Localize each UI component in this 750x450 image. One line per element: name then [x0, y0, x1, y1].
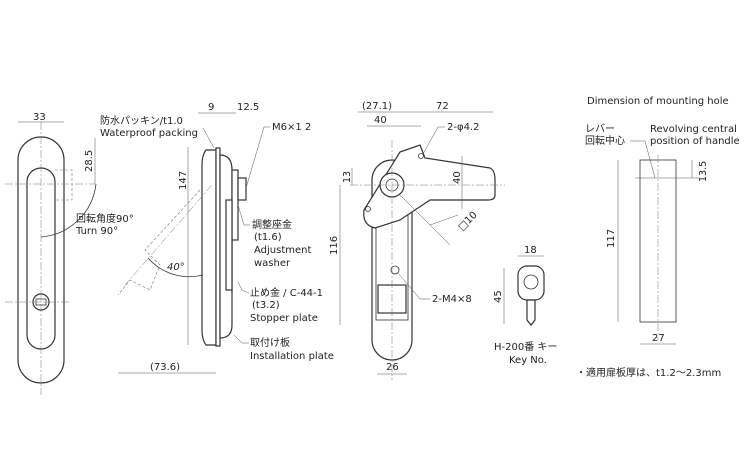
dim-116: 116	[329, 236, 340, 255]
leader-line	[233, 334, 249, 344]
key-view: 18 45 H-200番 キー Key No.	[493, 245, 557, 366]
leader-line	[422, 126, 445, 155]
key-ring	[523, 274, 539, 290]
dim-45: 45	[493, 290, 504, 303]
holes-label: 2-φ4.2	[447, 122, 479, 133]
stopper-thickness: (t3.2)	[252, 300, 280, 311]
key-blade	[526, 299, 536, 326]
turn-label-jp: 回転角度90°	[76, 212, 134, 225]
packing-label-jp: 防水パッキン/t1.0	[100, 114, 183, 127]
leader-line	[630, 140, 656, 179]
key-label-en: Key No.	[509, 355, 547, 366]
leader-line	[245, 126, 270, 189]
screw-icon	[390, 265, 400, 275]
leader-line	[202, 127, 215, 149]
dim-27-1: (27.1)	[362, 101, 392, 112]
angle-40: 40°	[167, 262, 185, 273]
stopper-label-en: Stopper plate	[250, 313, 318, 324]
dim-13-5: 13.5	[698, 161, 709, 182]
packing-label-en: Waterproof packing	[100, 128, 198, 139]
mounting-hole-title: Dimension of mounting hole	[587, 96, 729, 107]
dim-147: 147	[178, 171, 189, 190]
install-label-jp: 取付け板	[250, 336, 290, 349]
turn-arc	[40, 183, 97, 238]
washer-label-jp: 調整座金	[252, 218, 292, 231]
hidden-lever	[55, 169, 73, 201]
handle-open-outline	[117, 189, 201, 296]
dim-33: 33	[33, 112, 46, 123]
screws-label: 2-M4×8	[432, 294, 472, 305]
dim-10: □10	[456, 210, 479, 233]
front-view: 33 28.5 回転角度90° Turn 90°	[5, 112, 134, 395]
hole-icon	[365, 206, 371, 212]
dim-12-5: 12.5	[237, 102, 259, 113]
dim-27: 27	[652, 333, 665, 344]
dim-40-v: 40	[452, 171, 463, 184]
dim-13: 13	[342, 171, 353, 183]
install-label-en: Installation plate	[250, 351, 334, 362]
side-view: 40° 147 (73.6) 9 12.5 防水パッキン/t1.0 Waterp…	[100, 102, 334, 374]
washer-thickness: (t1.6)	[254, 232, 282, 243]
adjustment-washer	[231, 169, 239, 241]
mounting-hole-view: Dimension of mounting hole レバー 回転中心 Revo…	[576, 96, 740, 379]
dim-40-h: 40	[374, 115, 387, 126]
washer-label-en1: Adjustment	[254, 245, 311, 256]
leader-line	[237, 204, 250, 226]
rear-view: (27.1) 72 40 2-φ4.2 40 13 116 □10 2-M4×8…	[329, 101, 505, 380]
dim-73-6: (73.6)	[150, 362, 180, 373]
stopper-label-jp: 止め金 / C-44-1	[250, 286, 323, 299]
bolt-label: M6×1 2	[272, 122, 311, 133]
dim-line	[399, 194, 459, 246]
leader-line	[237, 281, 250, 294]
turn-label-en: Turn 90°	[75, 226, 118, 237]
washer-label-en2: washer	[254, 258, 291, 269]
hole-icon	[418, 153, 424, 159]
dim-28-5: 28.5	[84, 150, 95, 172]
dim-9: 9	[208, 102, 214, 113]
key-head	[517, 265, 545, 301]
angle-arc	[147, 257, 204, 278]
lever-label-jp2: 回転中心	[585, 134, 625, 147]
leader-line	[397, 272, 430, 300]
center-label-en1: Revolving central	[650, 124, 737, 135]
dim-18: 18	[524, 245, 537, 256]
door-thickness-note: ・適用扉板厚は、t1.2〜2.3mm	[576, 366, 721, 379]
dim-72: 72	[436, 101, 449, 112]
bolt-m6	[237, 177, 247, 201]
side-escutcheon	[201, 149, 217, 346]
stopper-plate	[225, 199, 233, 291]
dim-26: 26	[386, 362, 399, 373]
dim-117: 117	[606, 229, 617, 248]
key-label-jp: H-200番 キー	[494, 341, 557, 353]
lever-label-jp1: レバー	[585, 123, 615, 135]
handle-open-line	[124, 184, 213, 286]
center-label-en2: position of handle	[650, 136, 740, 147]
